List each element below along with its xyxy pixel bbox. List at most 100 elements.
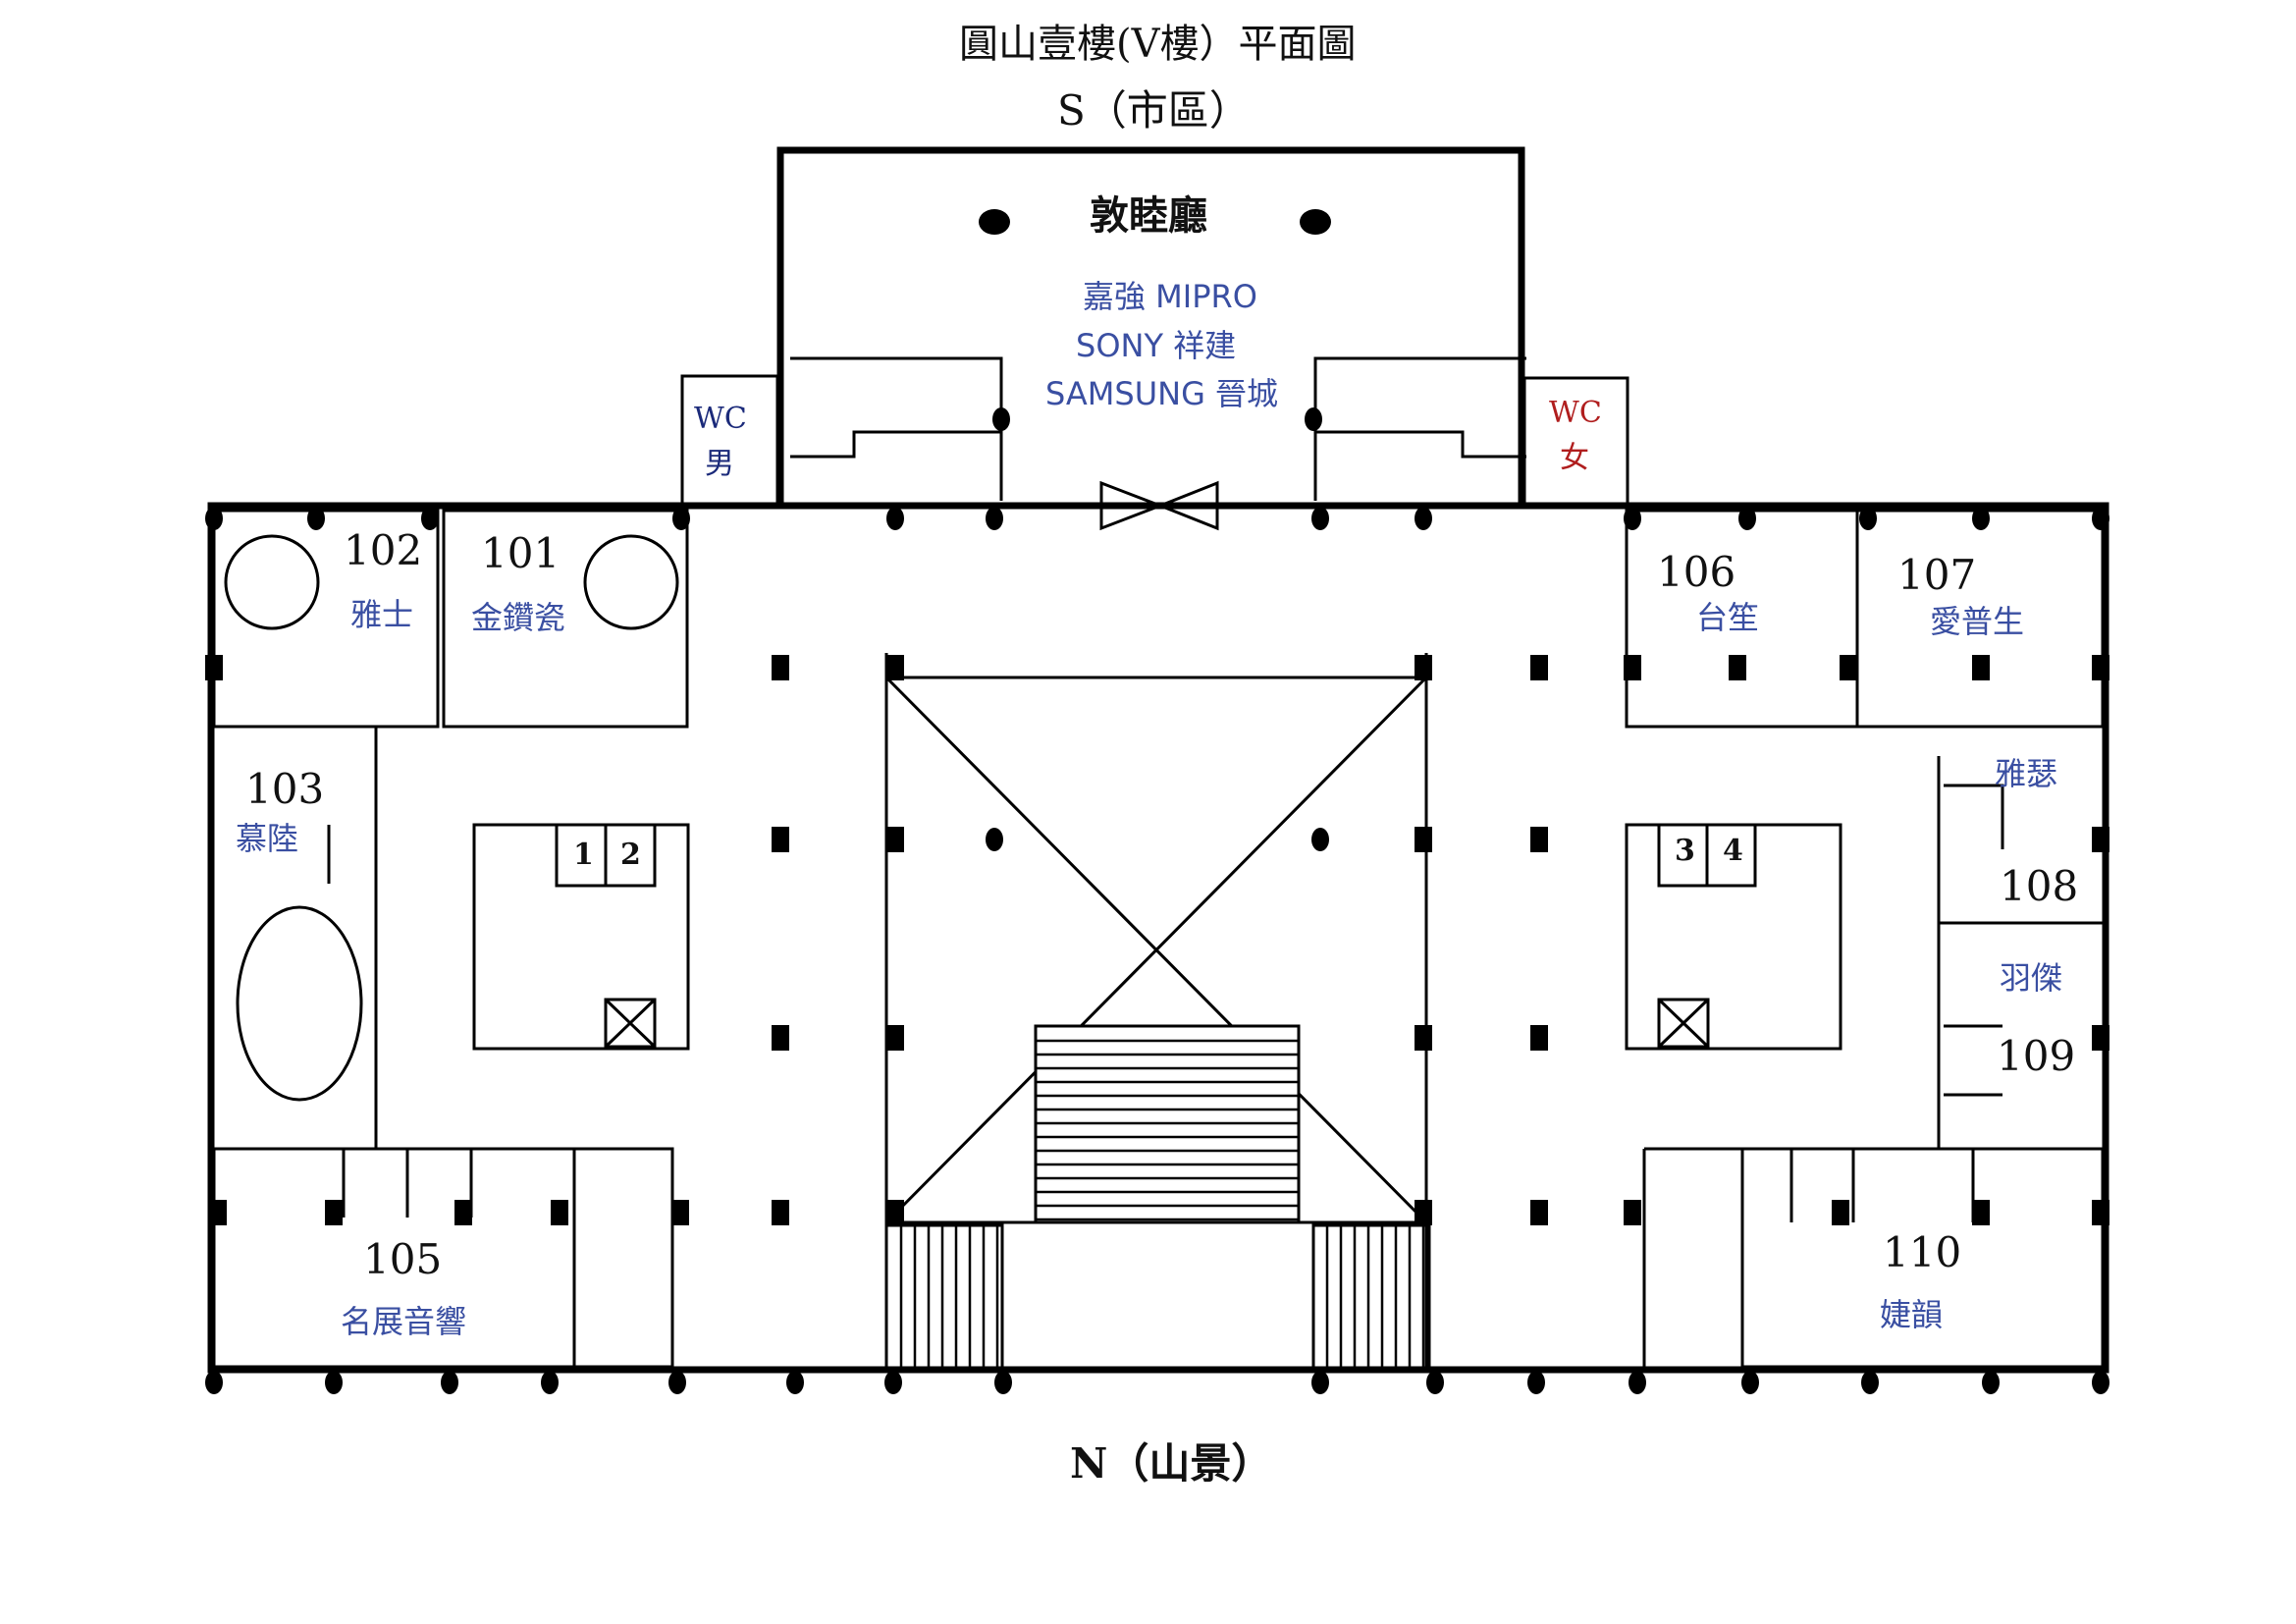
room-tenant-110: 婕韻	[1880, 1296, 1944, 1333]
column	[1530, 827, 1548, 852]
column	[1624, 507, 1641, 530]
entrance-doors	[1099, 480, 1165, 531]
hall-brand-1: 嘉強 MIPRO	[1083, 278, 1257, 315]
column	[2092, 655, 2109, 680]
column	[1305, 407, 1322, 431]
column	[1415, 655, 1432, 680]
column	[205, 507, 223, 530]
column	[1624, 655, 1641, 680]
room-tenant-102: 雅士	[350, 596, 414, 633]
column	[541, 1371, 559, 1394]
column	[1729, 655, 1746, 680]
column	[307, 507, 325, 530]
column	[2092, 1025, 2109, 1051]
column	[986, 507, 1003, 530]
column	[1530, 1200, 1548, 1225]
column	[1530, 655, 1548, 680]
column	[209, 1200, 227, 1225]
wc-women-code: WC	[1549, 396, 1602, 430]
room-number-106: 106	[1657, 548, 1736, 596]
room-number-103: 103	[245, 765, 325, 813]
column	[772, 827, 789, 852]
room-tenant-108: 雅瑟	[1995, 755, 2058, 792]
elevator-3: 3	[1675, 834, 1695, 868]
column	[2092, 827, 2109, 852]
column	[325, 1371, 343, 1394]
column	[1530, 1025, 1548, 1051]
column	[1311, 1371, 1329, 1394]
column	[671, 1200, 689, 1225]
column	[1311, 507, 1329, 530]
column	[1741, 1371, 1759, 1394]
column	[886, 507, 904, 530]
hall-wall	[776, 146, 1525, 510]
room-tenant-107: 愛普生	[1930, 603, 2025, 640]
elevator-4: 4	[1723, 834, 1743, 868]
column	[992, 407, 1010, 431]
column	[672, 507, 690, 530]
room-101-wall	[442, 509, 689, 729]
column	[1624, 1200, 1641, 1225]
room-tenant-109: 羽傑	[2000, 959, 2063, 997]
column	[1861, 1371, 1879, 1394]
column	[1859, 507, 1877, 530]
room-tenant-103: 慕陸	[236, 820, 299, 857]
column	[1426, 1371, 1444, 1394]
room-number-110: 110	[1883, 1228, 1962, 1276]
column	[994, 1371, 1012, 1394]
column	[884, 1371, 902, 1394]
column	[886, 655, 904, 680]
north-stairs-right	[1311, 1223, 1431, 1372]
column	[886, 1200, 904, 1225]
room-number-108: 108	[2000, 862, 2079, 910]
column	[772, 655, 789, 680]
room-110-wall	[1740, 1147, 2105, 1369]
hall-brand-3: SAMSUNG 晉城	[1045, 375, 1279, 412]
columns	[205, 209, 2109, 1394]
column	[886, 827, 904, 852]
wc-men-label: 男	[705, 447, 734, 481]
column	[1415, 1025, 1432, 1051]
elevator-2: 2	[620, 838, 641, 872]
hall-brand-2: SONY 祥建	[1076, 327, 1237, 364]
column	[2092, 1200, 2109, 1225]
room-number-102: 102	[344, 526, 423, 574]
room-number-107: 107	[1897, 551, 1977, 599]
column	[772, 1025, 789, 1051]
column	[1738, 507, 1756, 530]
column	[1415, 827, 1432, 852]
room-number-101: 101	[481, 529, 561, 577]
column	[1527, 1371, 1545, 1394]
column	[1311, 828, 1329, 851]
column	[1415, 507, 1432, 530]
south-label: S（市區）	[1057, 86, 1251, 135]
column	[1982, 1371, 2000, 1394]
room-number-109: 109	[1997, 1032, 2076, 1080]
column	[786, 1371, 804, 1394]
column	[1972, 507, 1990, 530]
elevator-1: 1	[573, 838, 594, 872]
column	[551, 1200, 568, 1225]
north-label: N（山景）	[1070, 1439, 1273, 1488]
column	[1415, 1200, 1432, 1225]
column	[1629, 1371, 1646, 1394]
hall-name: 敦睦廳	[1090, 192, 1207, 239]
column	[205, 1371, 223, 1394]
room-tenant-105: 名展音響	[341, 1303, 467, 1340]
wc-women-label: 女	[1560, 441, 1589, 475]
column	[1832, 1200, 1849, 1225]
column	[205, 655, 223, 680]
column	[421, 507, 439, 530]
column	[454, 1200, 472, 1225]
column	[986, 828, 1003, 851]
room-number-105: 105	[363, 1235, 443, 1283]
column	[668, 1371, 686, 1394]
north-stairs-left	[884, 1223, 1004, 1372]
room-105-wall	[212, 1147, 674, 1369]
room-tenant-101: 金鑽瓷	[471, 599, 566, 636]
column	[2092, 1371, 2109, 1394]
column	[1972, 655, 1990, 680]
column	[441, 1371, 458, 1394]
